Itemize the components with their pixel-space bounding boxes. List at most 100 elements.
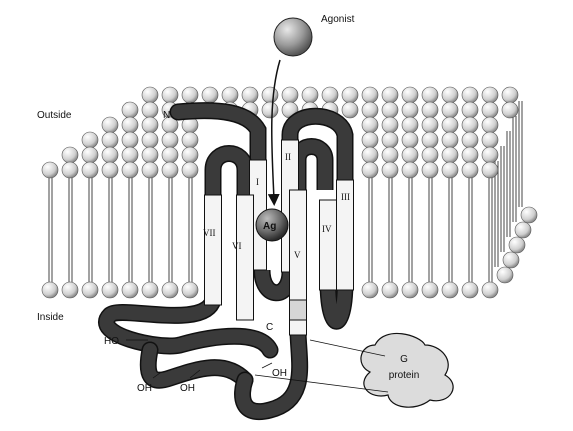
lipid-head-top — [422, 147, 438, 163]
lipid-head-top — [382, 117, 398, 133]
lipid-head-top — [142, 147, 158, 163]
lipid-head-top — [382, 102, 398, 118]
lipid-head-bottom — [402, 282, 418, 298]
lipid-head-top — [442, 102, 458, 118]
lipid-head-bottom — [382, 282, 398, 298]
lipid-head-top — [262, 87, 278, 103]
lipid-head-top — [482, 117, 498, 133]
inside-label: Inside — [37, 312, 64, 323]
lipid-head-top — [102, 117, 118, 133]
lipid-head-top — [62, 147, 78, 163]
lipid-head-top — [102, 132, 118, 148]
lipid-head-top — [462, 102, 478, 118]
lipid-head-top — [182, 87, 198, 103]
outside-label: Outside — [37, 110, 72, 121]
lipid-head-top — [302, 87, 318, 103]
lipid-head-top — [142, 132, 158, 148]
lipid-head-top — [122, 162, 138, 178]
lipid-head-top — [142, 102, 158, 118]
g-protein-label-line2: protein — [389, 370, 420, 381]
lipid-head-top — [342, 87, 358, 103]
lipid-head-top — [382, 162, 398, 178]
lipid-head-top — [162, 87, 178, 103]
lipid-head-top — [422, 132, 438, 148]
helix-6 — [237, 195, 254, 320]
lipid-head-top — [422, 162, 438, 178]
lipid-head-top — [162, 147, 178, 163]
lipid-head-top — [382, 132, 398, 148]
lipid-head-top — [122, 147, 138, 163]
lipid-head-top — [362, 87, 378, 103]
lipid-head-top — [462, 132, 478, 148]
lipid-head-top — [382, 87, 398, 103]
oh-leader-3 — [262, 363, 272, 368]
lipid-head-top — [402, 117, 418, 133]
oh-label-1: OH — [137, 383, 152, 394]
agonist-label: Agonist — [321, 14, 355, 25]
lipid-head-bottom — [442, 282, 458, 298]
helix-label-7: VII — [203, 228, 216, 238]
lipid-head-top — [502, 87, 518, 103]
agonist-ball — [274, 18, 312, 56]
lipid-head-top — [242, 87, 258, 103]
oh-label-3: OH — [272, 368, 287, 379]
lipid-head-top — [482, 147, 498, 163]
lipid-head-top — [162, 132, 178, 148]
lipid-head-top — [142, 117, 158, 133]
lipid-head-top — [182, 162, 198, 178]
lipid-head-top — [62, 162, 78, 178]
lipid-head-top — [482, 102, 498, 118]
lipid-head-top — [402, 87, 418, 103]
lipid-head-top — [442, 87, 458, 103]
lipid-head-top — [362, 162, 378, 178]
lipid-head-top — [422, 87, 438, 103]
lipid-head-bottom — [462, 282, 478, 298]
lipid-head-bottom — [142, 282, 158, 298]
lipid-head-top — [502, 102, 518, 118]
lipid-head-top — [462, 162, 478, 178]
lipid-head-top — [422, 102, 438, 118]
helix-4 — [320, 200, 337, 290]
lipid-head-bottom — [162, 282, 178, 298]
helix-label-4: IV — [322, 224, 332, 234]
lipid-head-top — [262, 102, 278, 118]
lipid-head-bottom — [102, 282, 118, 298]
helix-label-5: V — [294, 250, 301, 260]
lipid-head-top — [442, 117, 458, 133]
lipid-head-top — [222, 87, 238, 103]
lipid-head-bottom — [497, 267, 513, 283]
lipid-head-bottom — [82, 282, 98, 298]
helix-label-3: III — [341, 192, 350, 202]
lipid-head-top — [142, 87, 158, 103]
lipid-head-top — [482, 87, 498, 103]
lipid-head-top — [442, 147, 458, 163]
lipid-head-top — [142, 162, 158, 178]
lipid-head-bottom — [122, 282, 138, 298]
lipid-head-bottom — [482, 282, 498, 298]
lipid-head-top — [122, 117, 138, 133]
agonist-bound-label: Ag — [263, 221, 276, 232]
helix-5-segment — [290, 300, 307, 320]
lipid-head-top — [462, 87, 478, 103]
lipid-head-top — [122, 132, 138, 148]
g-protein-label-line1: G — [400, 354, 408, 365]
lipid-heads-top — [42, 87, 518, 178]
lipid-head-top — [162, 162, 178, 178]
lipid-head-bottom — [503, 252, 519, 268]
lipid-head-bottom — [362, 282, 378, 298]
lipid-head-top — [362, 147, 378, 163]
lipid-head-bottom — [422, 282, 438, 298]
lipid-head-bottom — [515, 222, 531, 238]
lipid-head-top — [282, 87, 298, 103]
lipid-head-top — [462, 147, 478, 163]
helix-7 — [205, 195, 222, 305]
lipid-head-top — [182, 132, 198, 148]
lipid-head-top — [82, 162, 98, 178]
lipid-head-top — [462, 117, 478, 133]
lipid-head-bottom — [521, 207, 537, 223]
lipid-head-top — [102, 162, 118, 178]
lipid-head-top — [322, 87, 338, 103]
lipid-head-top — [442, 162, 458, 178]
lipid-head-top — [362, 117, 378, 133]
